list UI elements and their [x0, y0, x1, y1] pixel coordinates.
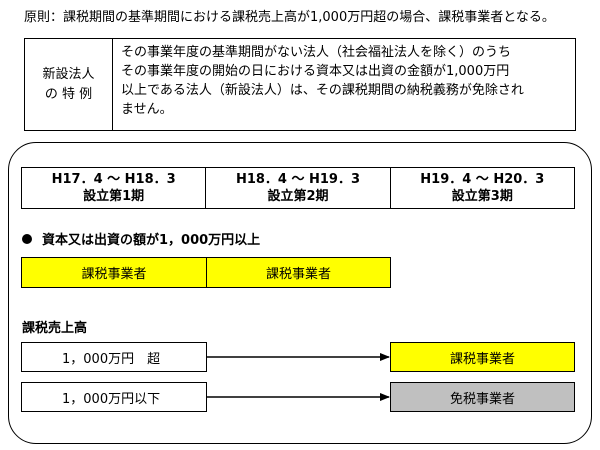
- capital-condition: 資本又は出資の額が1，000万円以上: [22, 229, 260, 248]
- rule-body-line: その事業年度の開始の日における資本又は出資の金額が1,000万円: [121, 64, 510, 79]
- period-2: H18．4 ～ H19．3 設立第2期: [206, 168, 391, 208]
- principle-text: 原則：課税期間の基準期間における課税売上高が1,000万円超の場合、課税事業者と…: [24, 10, 555, 25]
- period-label: 設立第1期: [83, 189, 145, 204]
- new-corporation-rule-box: 新設法人 の 特 例 その事業年度の基準期間がない法人（社会福祉法人を除く）のう…: [24, 38, 576, 131]
- timeline-frame: [8, 142, 592, 444]
- period-range: H19．4 ～ H20．3: [420, 172, 545, 187]
- capital-period1-taxable: 課税事業者: [21, 257, 207, 288]
- period-range: H18．4 ～ H19．3: [235, 172, 361, 187]
- rule-title-line1: 新設法人: [42, 66, 95, 82]
- sales-condition-under: 1，000万円以下: [21, 382, 207, 412]
- period-label: 設立第3期: [451, 189, 513, 204]
- rule-body-line: 以上である法人（新設法人）は、その課税期間の納税義務が免除され: [121, 83, 524, 98]
- sales-result-exempt: 免税事業者: [390, 382, 575, 412]
- rule-body-line: ません。: [121, 102, 173, 117]
- period-header-row: H17．4 ～ H18．3 設立第1期 H18．4 ～ H19．3 設立第2期 …: [21, 167, 575, 209]
- rule-body-line: その事業年度の基準期間がない法人（社会福祉法人を除く）のうち: [121, 45, 512, 60]
- rule-title-line2: の 特 例: [44, 86, 93, 102]
- capital-period2-taxable: 課税事業者: [206, 257, 391, 288]
- period-3: H19．4 ～ H20．3 設立第3期: [391, 168, 574, 208]
- sales-condition-over: 1，000万円 超: [21, 342, 207, 372]
- rule-title: 新設法人 の 特 例: [25, 39, 113, 130]
- rule-body: その事業年度の基準期間がない法人（社会福祉法人を除く）のうち その事業年度の開始…: [121, 43, 571, 119]
- capital-condition-text: 資本又は出資の額が1，000万円以上: [42, 233, 261, 248]
- sales-label: 課税売上高: [22, 321, 88, 336]
- period-1: H17．4 ～ H18．3 設立第1期: [22, 168, 207, 208]
- bullet-icon: [22, 234, 32, 244]
- period-label: 設立第2期: [267, 189, 329, 204]
- sales-result-taxable: 課税事業者: [390, 342, 575, 372]
- period-range: H17．4 ～ H18．3: [51, 172, 176, 187]
